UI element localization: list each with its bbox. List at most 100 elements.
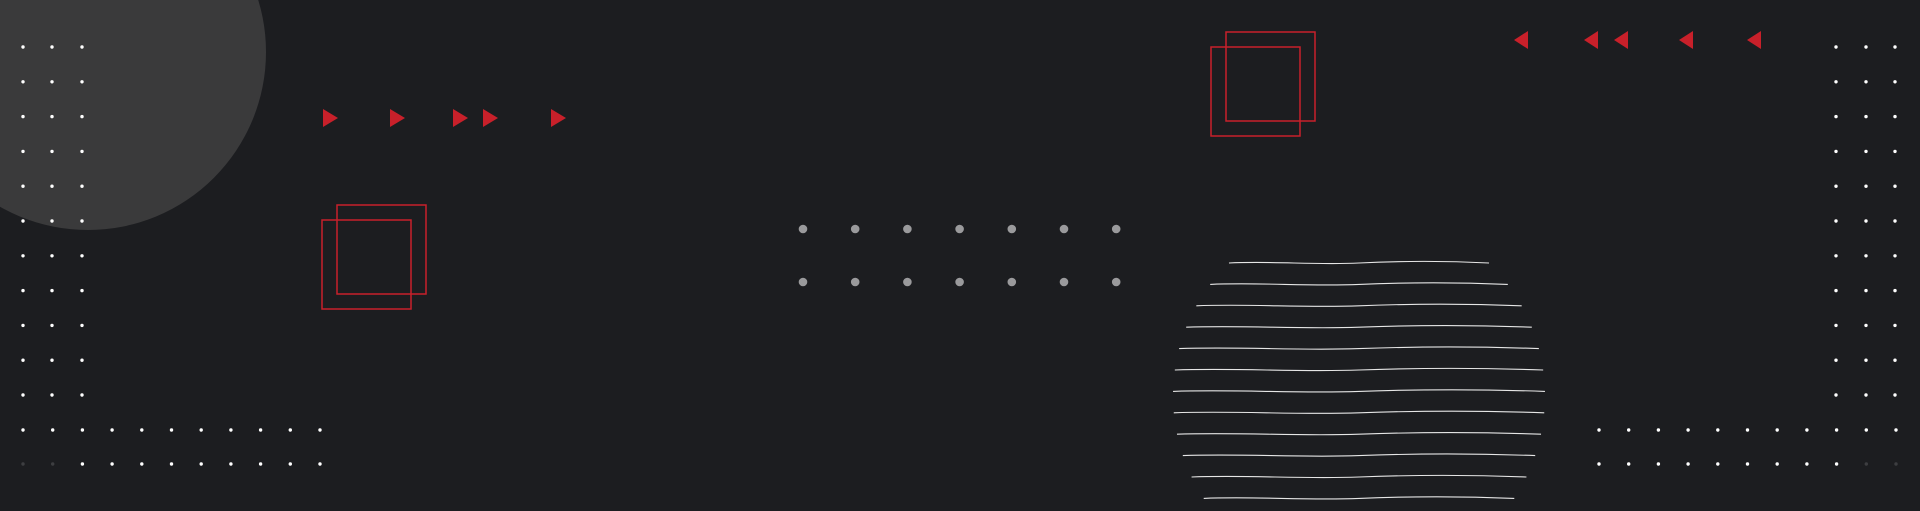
border-dot [1775,428,1779,432]
border-dot [1864,149,1868,154]
border-dot [80,428,85,432]
border-dot [1834,149,1838,154]
play-triangle-right-icon [390,109,405,127]
border-dot [21,393,25,397]
border-dot [50,393,54,397]
border-dot [80,184,84,188]
border-dot [1864,45,1868,49]
border-dot [50,80,54,84]
border-dot [1864,219,1868,223]
border-dot [50,184,54,188]
play-triangles-left [1514,31,1761,49]
play-triangles-right [323,109,566,127]
play-triangle-right-icon [453,109,468,127]
border-dot [50,323,54,328]
border-dot [1864,184,1868,188]
border-dot [21,184,25,188]
border-dot [1834,219,1838,223]
border-dot [1864,288,1868,293]
border-dot [1834,114,1838,119]
border-dot [258,462,263,466]
border-dot [1627,428,1631,432]
border-dot [1893,80,1897,84]
border-dot [1834,358,1838,362]
border-dot [1834,428,1839,432]
border-dot [1864,358,1868,362]
dot-border-right [1597,45,1898,466]
border-dot [1894,462,1898,466]
grid-dot [955,224,964,234]
border-dot [1686,462,1690,466]
border-dot [1686,428,1690,432]
border-dot [1745,428,1750,432]
border-dot [50,254,54,258]
play-triangle-left-icon [1614,31,1628,49]
border-dot [1893,219,1897,223]
red-square-pair-top [1210,31,1316,137]
border-dot [1834,462,1839,466]
border-dot [110,428,114,432]
border-dot [21,462,25,466]
border-dot [1656,462,1661,466]
border-dot [140,428,144,432]
border-dot [50,114,54,119]
wave-sphere [1173,260,1545,500]
wave-line [1173,389,1545,393]
red-square-pair-left [321,204,427,310]
border-dot [80,462,85,466]
dot-border-left [21,45,322,466]
border-dot [21,114,25,119]
border-dot [80,323,84,328]
grid-dot [903,277,912,287]
border-dot [80,254,84,258]
border-dot [229,428,233,432]
border-dot [50,219,54,223]
border-dot [1893,184,1897,188]
border-dot [1864,323,1868,328]
border-dot [199,428,203,432]
wave-line [1173,410,1545,414]
play-triangle-left-icon [1679,31,1693,49]
border-dot [288,428,292,432]
border-dot [1893,358,1897,362]
border-dot [51,462,55,466]
grid-dot [850,224,860,234]
border-dot [80,393,84,397]
border-dot [1656,428,1661,432]
border-dot [21,45,25,49]
wave-line [1210,282,1508,286]
border-dot [21,254,25,258]
border-dot [318,462,322,466]
border-dot [80,288,84,293]
border-dot [258,428,263,432]
play-triangle-left-icon [1514,31,1528,49]
border-dot [1893,114,1897,119]
border-dot [1775,462,1779,466]
grid-dot [850,277,860,287]
border-dot [1864,114,1868,119]
border-dot [80,114,84,119]
border-dot [1834,393,1838,397]
border-dot [1893,393,1897,397]
border-dot [1864,254,1868,258]
border-dot [1745,462,1750,466]
border-dot [1893,254,1897,258]
border-dot [80,45,84,49]
border-dot [1716,428,1720,432]
border-dot [1893,149,1897,154]
border-dot [1894,428,1898,432]
border-dot [1834,323,1838,328]
play-triangle-right-icon [483,109,498,127]
border-dot [1834,45,1838,49]
border-dot [80,80,84,84]
border-dot [1893,323,1897,328]
grid-dot [798,224,808,234]
border-dot [21,358,25,362]
wave-line [1179,346,1539,350]
border-dot [21,428,25,432]
border-dot [1834,288,1838,293]
border-dot [50,288,54,293]
wave-line [1182,453,1536,457]
